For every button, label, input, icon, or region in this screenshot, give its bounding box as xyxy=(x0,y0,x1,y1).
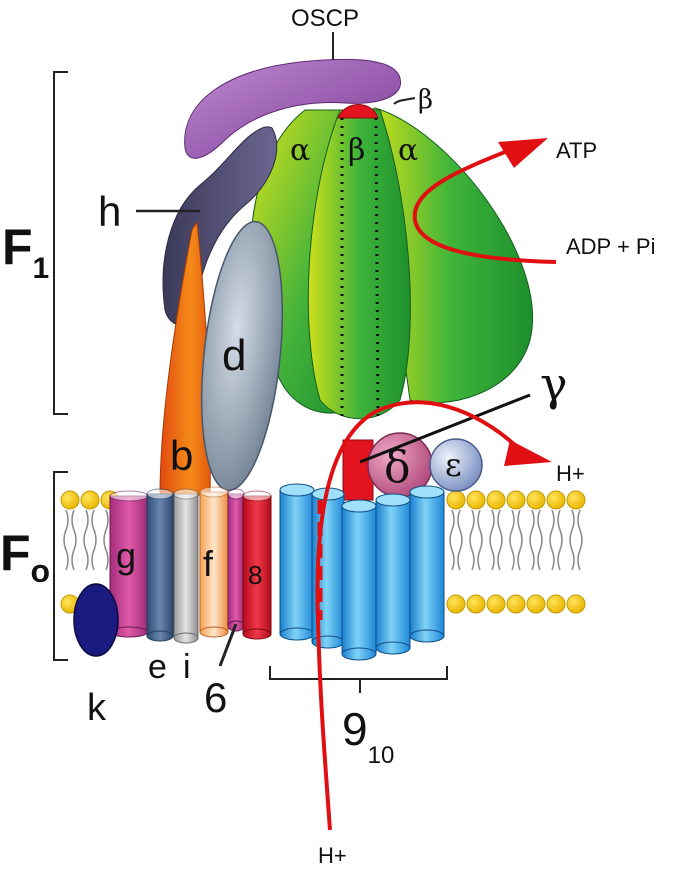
lipid-head xyxy=(526,490,546,510)
c-subunit xyxy=(341,499,377,661)
h-plus-out-label: H+ xyxy=(556,461,585,486)
i-label: i xyxy=(183,648,191,686)
b-label: b xyxy=(170,432,193,479)
lipid-tail xyxy=(91,509,97,571)
c-subunit xyxy=(375,493,411,655)
lipid-head xyxy=(446,490,466,510)
lipid-head xyxy=(566,490,586,510)
oscp-subunit xyxy=(184,58,401,159)
f-label: f xyxy=(203,543,214,584)
lipid-tail xyxy=(83,509,89,571)
eight-subunit xyxy=(242,490,272,640)
lipid-tail xyxy=(63,509,69,571)
lipid-tail xyxy=(477,509,483,571)
lipid-tail xyxy=(549,509,555,571)
fo-bracket xyxy=(53,471,68,661)
lipid-tail xyxy=(509,509,515,571)
e-label: e xyxy=(148,648,167,686)
c-ring-label: 910 xyxy=(342,703,394,769)
epsilon-label: ε xyxy=(445,446,462,484)
proton-arrowhead xyxy=(504,440,552,466)
lipid-tail xyxy=(569,509,575,571)
alpha-right-label: α xyxy=(398,133,418,168)
lipid-head xyxy=(526,594,546,614)
gamma-label: γ xyxy=(540,357,568,411)
c-subunit xyxy=(279,483,315,641)
lipid-tail xyxy=(497,509,503,571)
epsilon-subunit xyxy=(429,438,483,492)
delta-label: δ xyxy=(384,442,411,493)
c-subunit xyxy=(409,485,445,643)
f-subunit xyxy=(199,486,229,638)
lipid-head xyxy=(466,594,486,614)
oscp-label: OSCP xyxy=(291,5,359,32)
lipid-tail xyxy=(103,509,109,571)
k-label: k xyxy=(87,687,107,729)
atp-label: ATP xyxy=(556,138,597,163)
beta-top-cap xyxy=(337,104,379,119)
lipid-head xyxy=(546,594,566,614)
lipid-head xyxy=(486,490,506,510)
eight-label: 8 xyxy=(248,560,262,590)
f1-bracket xyxy=(53,71,68,415)
lipid-tail xyxy=(449,509,455,571)
proton-path-arrow xyxy=(315,400,522,831)
lipid-head xyxy=(60,490,80,510)
k-subunit xyxy=(73,583,119,657)
beta-front-label: β xyxy=(348,133,365,168)
lipid-head xyxy=(546,490,566,510)
e-subunit xyxy=(146,488,174,642)
lipid-tail xyxy=(457,509,463,571)
g-label: g xyxy=(116,535,136,576)
six-label: 6 xyxy=(204,674,227,721)
lipid-tail xyxy=(537,509,543,571)
lipid-head xyxy=(506,490,526,510)
lipid-tail xyxy=(517,509,523,571)
six-leader xyxy=(218,623,238,667)
lipid-head xyxy=(466,490,486,510)
lipid-tail xyxy=(469,509,475,571)
adp-pi-label: ADP + Pi xyxy=(566,234,655,259)
lipid-head xyxy=(506,594,526,614)
lipid-tail xyxy=(557,509,563,571)
gamma-leader xyxy=(359,393,531,464)
h-label: h xyxy=(98,188,121,235)
lipid-head xyxy=(80,490,100,510)
beta-top-label: β xyxy=(418,85,433,115)
d-label: d xyxy=(222,331,246,380)
beta-top-leader xyxy=(393,97,416,105)
lipid-tail xyxy=(489,509,495,571)
fo-label: Fo xyxy=(0,525,50,589)
i-subunit xyxy=(173,488,199,644)
lipid-head xyxy=(446,594,466,614)
c-ring-bracket xyxy=(269,666,448,693)
six-subunit xyxy=(227,488,245,632)
c-ring xyxy=(279,483,445,661)
f1-label: F1 xyxy=(2,219,49,285)
d-subunit xyxy=(200,220,284,492)
atp-synthesis-arrow xyxy=(412,148,557,264)
h-plus-in-label: H+ xyxy=(318,843,347,867)
alpha-left-label: α xyxy=(290,133,310,168)
lipid-tail xyxy=(71,509,77,571)
lipid-head xyxy=(566,594,586,614)
lipid-tail xyxy=(529,509,535,571)
lipid-head xyxy=(486,594,506,614)
lipid-tail xyxy=(577,509,583,571)
atp-arrowhead xyxy=(498,138,548,168)
